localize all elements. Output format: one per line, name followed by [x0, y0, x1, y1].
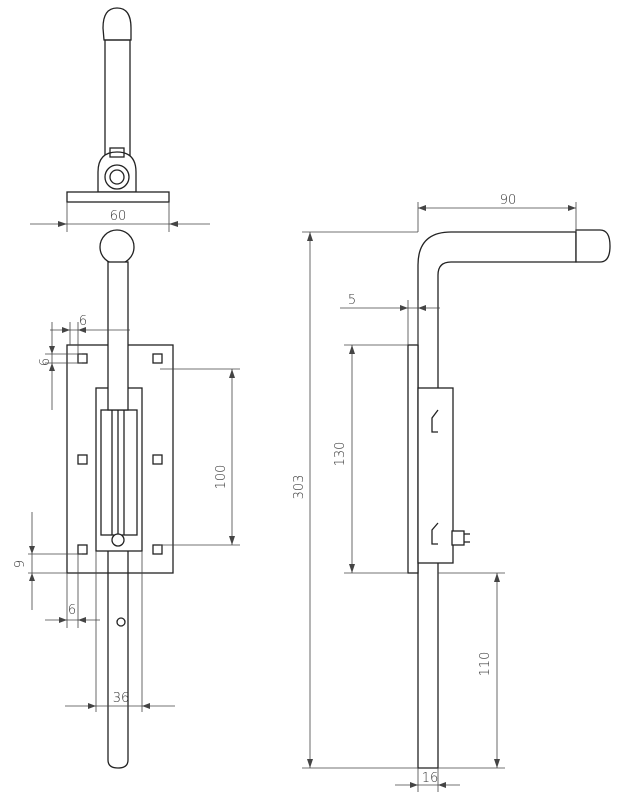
dimension-5: 5 [340, 293, 440, 345]
mount-hole [77, 454, 88, 465]
top-handle-shaft [104, 39, 131, 161]
side-screw-head [451, 530, 465, 546]
top-view [66, 7, 170, 203]
dimension-9: 9 [13, 512, 82, 610]
dim-label-9: 9 [13, 560, 28, 568]
side-view [407, 229, 611, 769]
dim-label-90: 90 [500, 193, 517, 208]
side-plate [407, 344, 419, 574]
dimension-130: 130 [333, 344, 408, 574]
front-housing [95, 387, 143, 552]
dimension-100: 100 [160, 368, 240, 546]
top-base-plate [66, 191, 170, 203]
side-knob [575, 229, 611, 263]
dim-label-130: 130 [333, 442, 348, 467]
dimension-16: 16 [395, 768, 460, 792]
dimension-303: 303 [292, 231, 418, 769]
dim-label-110: 110 [478, 652, 493, 677]
top-bracket [97, 151, 137, 193]
dim-label-16: 16 [422, 771, 439, 786]
dimension-90: 90 [417, 193, 577, 232]
mount-hole [152, 454, 163, 465]
side-housing [417, 387, 454, 564]
dim-label-6-bottom: 6 [68, 603, 76, 618]
dim-label-5: 5 [348, 293, 356, 308]
top-bracket-bolt [109, 169, 125, 185]
top-bracket-screw [109, 147, 125, 158]
front-bolt-pin [111, 533, 125, 547]
mount-hole [152, 544, 163, 555]
mount-hole [77, 544, 88, 555]
front-bolt-lower [107, 551, 129, 769]
dimension-6-vertical: 6 [38, 322, 82, 410]
dim-label-100: 100 [214, 465, 229, 490]
dim-label-6-side: 6 [38, 358, 53, 366]
front-bolt-hole [116, 617, 126, 627]
dimension-6-horizontal: 6 [50, 314, 130, 354]
top-knob [102, 7, 132, 41]
dimension-36: 36 [65, 551, 175, 712]
dim-label-303: 303 [292, 475, 307, 500]
front-knob [99, 229, 135, 265]
dimension-6-bottom: 6 [45, 554, 100, 628]
dim-label-60: 60 [110, 209, 127, 224]
dimension-110: 110 [438, 572, 505, 769]
dimension-60: 60 [30, 202, 210, 232]
mount-hole [152, 353, 163, 364]
dim-label-36: 36 [113, 691, 130, 706]
top-bracket-ring [104, 164, 130, 190]
mount-hole [77, 353, 88, 364]
front-view [66, 229, 174, 769]
front-bolt-upper [107, 261, 129, 411]
dim-label-6-top: 6 [79, 314, 87, 329]
